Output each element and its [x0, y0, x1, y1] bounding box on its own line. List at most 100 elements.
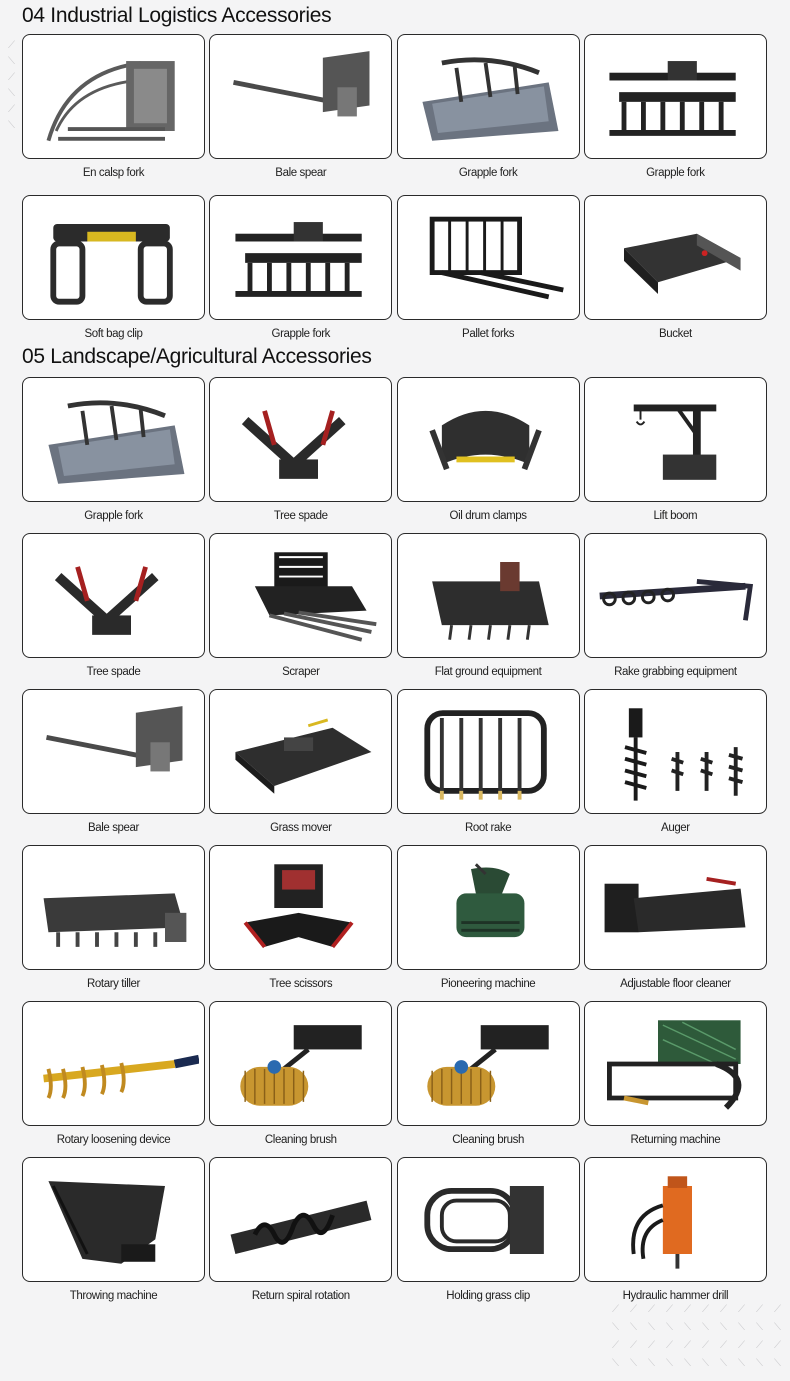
tree-spade-icon [241, 409, 346, 479]
product-image-card [396, 195, 580, 320]
product-item: Bale spear [209, 34, 393, 180]
auger-icon [624, 707, 744, 801]
product-item: Flat ground equipment [396, 533, 580, 679]
product-image-card [22, 377, 205, 502]
product-caption: Returning machine [630, 1134, 721, 1146]
bale-clamp-fork-icon [46, 60, 175, 141]
product-caption: Grapple fork [646, 167, 705, 179]
product-item: Pioneering machine [396, 845, 580, 991]
product-caption: Bucket [659, 328, 692, 340]
product-item: Auger [583, 689, 767, 835]
product-caption: Flat ground equipment [434, 666, 542, 678]
product-image-card [583, 377, 767, 502]
product-image-card [209, 1157, 393, 1282]
product-item: Throwing machine [22, 1157, 205, 1303]
product-item: Cleaning brush [209, 1001, 393, 1147]
soft-bag-clip-icon [49, 223, 173, 305]
rotary-loosener-icon [42, 1054, 199, 1099]
product-item: Soft bag clip [22, 195, 205, 341]
product-image-card [583, 195, 767, 320]
product-image-card [22, 689, 205, 814]
product-caption: En calsp fork [82, 167, 145, 179]
product-caption: Bale spear [88, 822, 139, 834]
product-caption: Grass mover [270, 822, 332, 834]
product-caption: Rotary loosening device [56, 1134, 171, 1146]
product-caption: Tree scissors [269, 978, 333, 990]
product-caption: Pallet forks [462, 328, 515, 340]
product-image-card [209, 377, 393, 502]
product-item: Rake grabbing equipment [583, 533, 767, 679]
product-caption: Return spiral rotation [251, 1290, 350, 1302]
section-title-industrial: 04 Industrial Logistics Accessories [22, 4, 332, 27]
product-image-card [209, 689, 393, 814]
product-item: Rotary tiller [22, 845, 205, 991]
mulcher-icon [456, 862, 525, 937]
grapple-bucket-icon [422, 56, 559, 141]
product-image-card [583, 1157, 767, 1282]
product-caption: Tree spade [273, 510, 328, 522]
product-caption: Cleaning brush [452, 1134, 524, 1146]
grapple-fork-icon [235, 221, 362, 297]
product-item: Bale spear [22, 689, 205, 835]
product-image-card [209, 845, 393, 970]
product-image-card [22, 533, 205, 658]
product-caption: Cleaning brush [264, 1134, 337, 1146]
product-image-card [396, 689, 580, 814]
product-caption: Bale spear [275, 167, 327, 179]
product-item: Adjustable floor cleaner [583, 845, 767, 991]
pallet-forks-icon [429, 216, 564, 299]
product-item: Grapple fork [583, 34, 767, 180]
product-image-card [583, 689, 767, 814]
product-item: Hydraulic hammer drill [583, 1157, 767, 1303]
product-item: Grapple fork [396, 34, 580, 180]
tiller-icon [43, 892, 186, 947]
product-caption: Root rake [464, 822, 512, 834]
product-image-card [22, 34, 205, 159]
tree-shear-icon [243, 863, 354, 948]
brush-icon [240, 1024, 362, 1106]
drum-clamp-icon [429, 410, 542, 470]
grader-icon [604, 876, 746, 932]
product-image-card [396, 377, 580, 502]
grapple-bucket-icon [47, 399, 184, 484]
product-image-card [396, 1001, 580, 1126]
product-caption: Oil drum clamps [449, 510, 527, 522]
product-image-card [209, 195, 393, 320]
product-caption: Auger [661, 822, 690, 834]
brush-icon [427, 1024, 549, 1106]
windrow-turner-icon [607, 1019, 742, 1110]
hopper-icon [47, 1180, 165, 1264]
product-image-card [396, 533, 580, 658]
product-image-card [583, 1001, 767, 1126]
product-caption: Soft bag clip [84, 328, 143, 340]
product-caption: Throwing machine [69, 1290, 158, 1302]
bale-spear-icon [232, 50, 370, 116]
product-image-card [22, 195, 205, 320]
product-image-card [583, 845, 767, 970]
product-caption: Holding grass clip [446, 1290, 530, 1302]
mower-icon [235, 718, 372, 794]
rake-icon [599, 578, 754, 621]
product-item: Holding grass clip [396, 1157, 580, 1303]
product-image-card [22, 1001, 205, 1126]
product-caption: Grapple fork [458, 167, 518, 179]
product-image-card [583, 34, 767, 159]
bale-clip-icon [424, 1185, 544, 1254]
product-item: Oil drum clamps [396, 377, 580, 523]
product-item: Rotary loosening device [22, 1001, 205, 1147]
product-item: Pallet forks [396, 195, 580, 341]
product-item: Grapple fork [209, 195, 393, 341]
product-item: Return spiral rotation [209, 1157, 393, 1303]
product-image-card [22, 1157, 205, 1282]
product-caption: Pioneering machine [440, 978, 536, 990]
product-item: Grapple fork [22, 377, 205, 523]
bucket-icon [624, 233, 741, 294]
spiral-auger-icon [230, 1200, 372, 1254]
product-item: Root rake [396, 689, 580, 835]
hammer-drill-icon [631, 1175, 693, 1269]
tree-spade-icon [54, 565, 159, 635]
product-item: Tree scissors [209, 845, 393, 991]
section-title-landscape: 05 Landscape/Agricultural Accessories [22, 345, 372, 368]
